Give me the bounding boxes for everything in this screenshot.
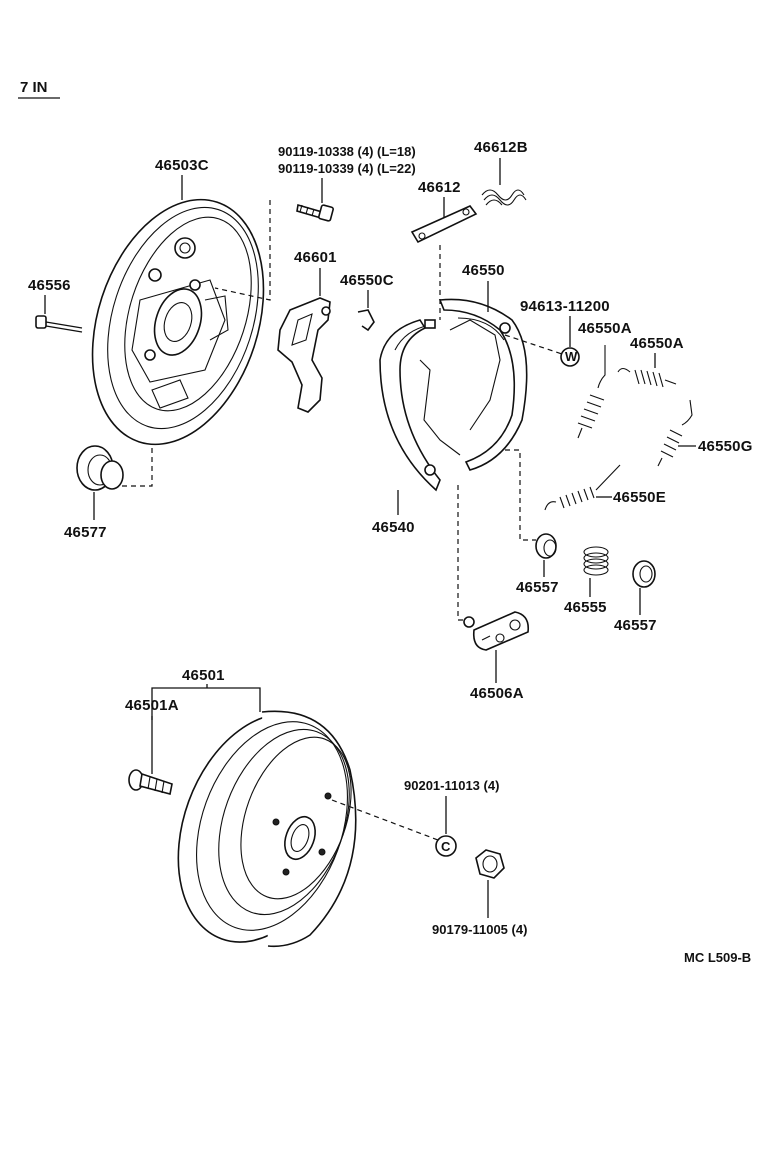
label-94613-11200: 94613-11200 — [520, 298, 610, 315]
backing-plate-icon — [91, 198, 265, 446]
bolt-icon — [296, 203, 334, 222]
strut-icon — [410, 205, 478, 244]
label-46601: 46601 — [294, 249, 337, 266]
spring-icon — [583, 546, 609, 576]
cap-icon: C — [435, 835, 457, 857]
svg-text:C: C — [441, 839, 451, 854]
wheel-cylinder-icon — [463, 611, 530, 651]
lever-icon — [277, 297, 331, 413]
label-46503C: 46503C — [155, 157, 209, 174]
cup-icon — [535, 533, 557, 559]
label-46550C: 46550C — [340, 272, 394, 289]
label-46577: 46577 — [64, 524, 107, 541]
brake-shoe-icon — [379, 298, 528, 492]
label-46501A: 46501A — [125, 697, 179, 714]
brake-drum-icon — [177, 710, 357, 948]
label-46550: 46550 — [462, 262, 505, 279]
label-46550G: 46550G — [698, 438, 753, 455]
bolt-icon — [35, 315, 83, 333]
label-46555: 46555 — [564, 599, 607, 616]
label-46550A-1: 46550A — [578, 320, 632, 337]
nut-icon — [475, 849, 505, 879]
hub-bolt-icon — [128, 769, 173, 795]
label-46550A-2: 46550A — [630, 335, 684, 352]
label-90119-10338: 90119-10338 (4) (L=18) — [278, 144, 416, 159]
svg-text:W: W — [565, 349, 578, 364]
label-46550E: 46550E — [613, 489, 666, 506]
label-90179-11005: 90179-11005 (4) — [432, 922, 527, 937]
cup-icon — [632, 560, 656, 588]
adjuster-spring-icon — [544, 464, 621, 511]
label-46506A: 46506A — [470, 685, 524, 702]
label-46557-2: 46557 — [614, 617, 657, 634]
plug-icon — [76, 445, 124, 491]
spring-icon — [617, 367, 677, 388]
diagram-code: MC L509-B — [684, 950, 751, 965]
label-46501: 46501 — [182, 667, 225, 684]
label-46612: 46612 — [418, 179, 461, 196]
spring-icon — [657, 399, 693, 467]
label-46557-1: 46557 — [516, 579, 559, 596]
washer-icon: W — [560, 347, 580, 367]
section-label: 7 IN — [20, 79, 48, 96]
label-46540: 46540 — [372, 519, 415, 536]
spring-icon — [577, 345, 606, 439]
shoe-spring-icon — [481, 189, 527, 206]
label-90119-10339: 90119-10339 (4) (L=22) — [278, 161, 416, 176]
label-46612B: 46612B — [474, 139, 528, 156]
label-46556: 46556 — [28, 277, 71, 294]
label-90201-11013: 90201-11013 (4) — [404, 778, 499, 793]
clip-icon — [357, 309, 375, 332]
